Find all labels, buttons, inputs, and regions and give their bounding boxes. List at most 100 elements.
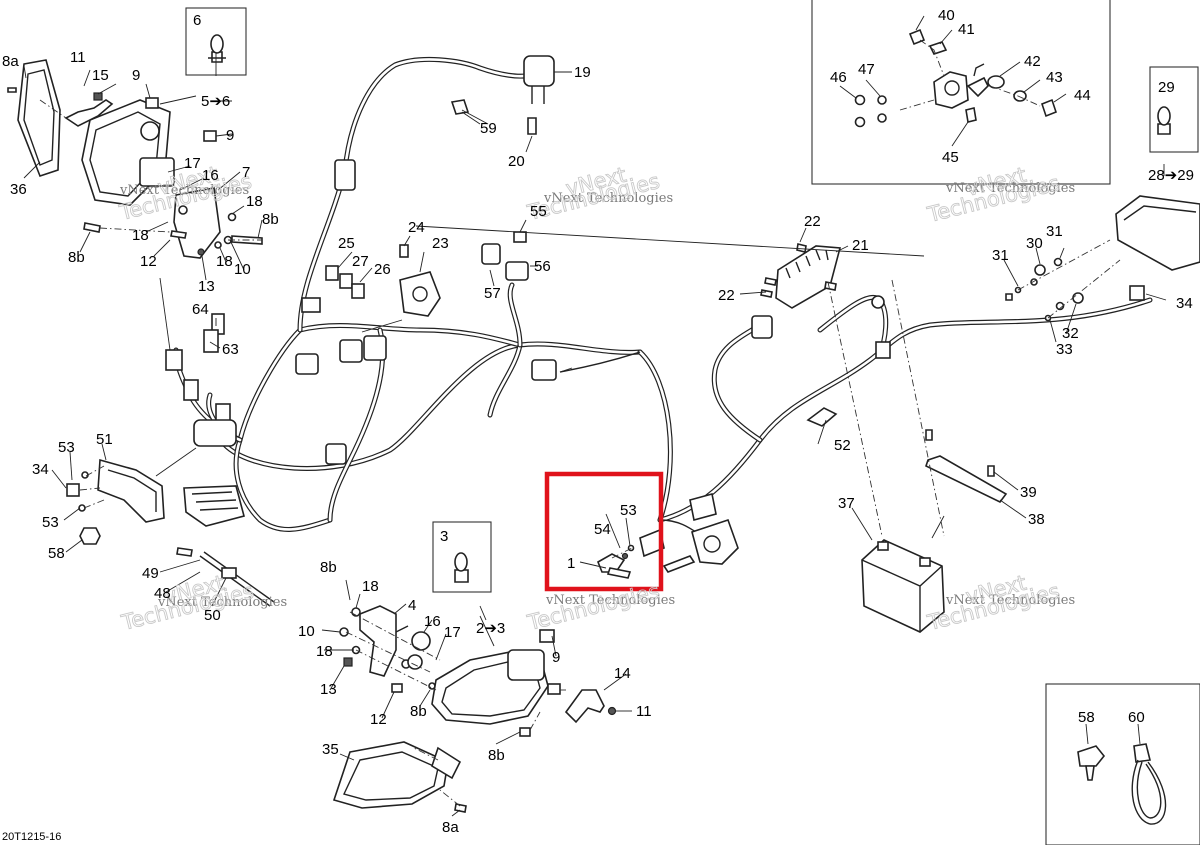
fastener-58-icon	[1077, 745, 1106, 781]
callout-35: 35	[322, 741, 339, 758]
callout-14: 14	[614, 665, 631, 682]
callout-12-lower: 12	[370, 711, 387, 728]
callout-51: 51	[96, 431, 113, 448]
strap-38	[925, 429, 1008, 504]
callout-13-lower: 13	[320, 681, 337, 698]
callout-10-lower: 10	[298, 623, 315, 640]
callout-11-top: 11	[70, 49, 86, 66]
callout-46: 46	[830, 69, 847, 86]
lower-headlight-assembly	[332, 605, 617, 813]
leader-lines	[23, 15, 1167, 817]
callout-31-left: 31	[992, 247, 1009, 264]
callout-33: 33	[1056, 341, 1073, 358]
callout-18-right: 18	[246, 193, 263, 210]
callout-24: 24	[408, 219, 425, 236]
callout-8b-left: 8b	[68, 249, 85, 266]
callout-18-mid: 18	[216, 253, 233, 270]
callout-50: 50	[204, 607, 221, 624]
watermark-bottom-right: vNext Technologies	[945, 593, 1075, 608]
lower-bracket-14	[564, 689, 605, 724]
callout-32: 32	[1062, 325, 1079, 342]
callout-44: 44	[1074, 87, 1091, 104]
callout-53-highlight: 53	[620, 502, 637, 519]
watermark-top-center: vNext Technologies	[543, 191, 673, 206]
left-headlight-assembly	[7, 59, 263, 259]
callout-22-left: 22	[718, 287, 735, 304]
watermark-top-right: vNext Technologies	[945, 181, 1075, 196]
callout-22-top: 22	[804, 213, 821, 230]
callout-52: 52	[834, 437, 851, 454]
callout-2-3: 2➔3	[476, 620, 505, 637]
callout-58-right: 58	[1078, 709, 1095, 726]
left-bracket-7	[173, 187, 221, 259]
relay-parts	[662, 493, 739, 573]
callout-29-box: 29	[1158, 79, 1175, 96]
watermark-bottom-left: vNext Technologies	[157, 595, 287, 610]
lower-bracket-4	[359, 605, 397, 677]
solenoid-detail-frame	[811, 0, 1111, 185]
callout-8b-lower: 8b	[410, 703, 427, 720]
left-bracket-51	[66, 458, 165, 545]
bulb-29-frame	[1149, 66, 1199, 153]
left-ballast	[139, 157, 175, 187]
diagram-reference-code: 20T1215-16	[2, 831, 62, 843]
callout-15: 15	[92, 67, 109, 84]
callout-17-lower: 17	[444, 624, 461, 641]
callout-11-lower: 11	[636, 703, 652, 720]
assembly-lines	[39, 99, 1121, 807]
callout-57: 57	[484, 285, 501, 302]
callout-5-6: 5➔6	[201, 93, 230, 110]
callout-8b-bottom: 8b	[488, 747, 505, 764]
callout-34-right: 34	[1176, 295, 1193, 312]
center-connectors	[165, 55, 557, 527]
part-52	[806, 407, 838, 427]
fasteners-detail-frame	[1045, 683, 1200, 845]
connector-19	[523, 55, 555, 87]
part-50-strip	[176, 547, 275, 607]
callout-9-lower: 9	[552, 649, 560, 666]
callout-58-left: 58	[48, 545, 65, 562]
callouts: 8a 11 15 9 6 5➔6 9 36 17 16 7 18 8b 18 8…	[2, 7, 1194, 836]
fuse-block	[183, 485, 245, 527]
tail-light-assembly	[1005, 195, 1200, 322]
callout-41: 41	[958, 21, 975, 38]
arrow-lines	[155, 277, 945, 647]
watermark-bottom-center: vNext Technologies	[545, 593, 675, 608]
bulb-3-icon	[454, 552, 469, 583]
callout-8a-bottom: 8a	[442, 819, 459, 836]
callout-39: 39	[1020, 484, 1037, 501]
callout-8b-mid: 8b	[320, 559, 337, 576]
battery-37	[861, 539, 945, 633]
callout-37: 37	[838, 495, 855, 512]
callout-53-left-bottom: 53	[42, 514, 59, 531]
callout-4: 4	[408, 597, 416, 614]
solenoid-detail	[854, 28, 1057, 128]
callout-42: 42	[1024, 53, 1041, 70]
module-21	[751, 243, 891, 359]
harness-sleeve	[193, 419, 237, 447]
left-bezel-36	[17, 59, 61, 177]
bulb-3-frame	[432, 521, 492, 593]
callout-8b-right: 8b	[262, 211, 279, 228]
callout-59: 59	[480, 120, 497, 137]
ignition-switch-23	[399, 271, 441, 317]
callout-1: 1	[567, 555, 575, 572]
callout-6-box: 6	[193, 12, 201, 29]
callout-30: 30	[1026, 235, 1043, 252]
callout-26: 26	[374, 261, 391, 278]
callout-54: 54	[594, 521, 611, 538]
left-bracket-15	[64, 99, 114, 127]
watermark-top-left: vNext Technologies	[119, 183, 249, 198]
callout-40: 40	[938, 7, 955, 24]
callout-9-top: 9	[132, 67, 140, 84]
bulb-6-icon	[208, 34, 226, 63]
callout-36: 36	[10, 181, 27, 198]
callout-64: 64	[192, 301, 209, 318]
callout-9-mid: 9	[226, 127, 234, 144]
callout-16-left: 16	[202, 167, 219, 184]
bulb-29-icon	[1157, 106, 1171, 135]
callout-43: 43	[1046, 69, 1063, 86]
connector-harness-top	[334, 159, 356, 191]
callout-31-top: 31	[1046, 223, 1063, 240]
